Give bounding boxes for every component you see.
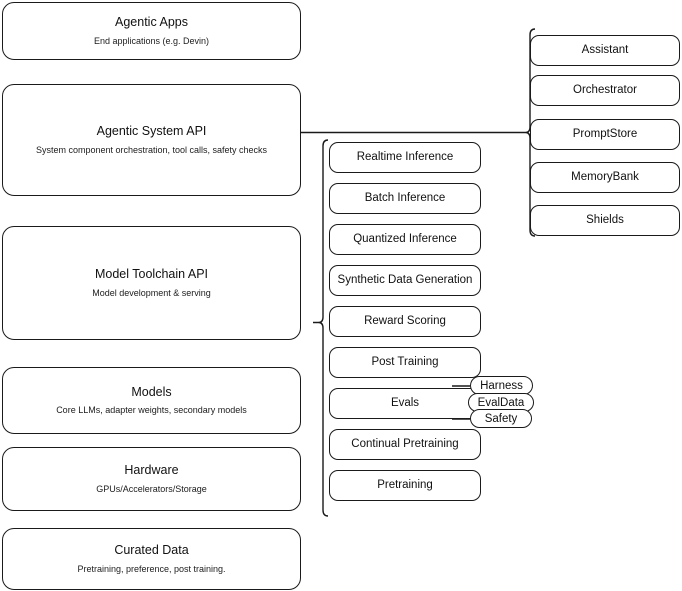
layer-model-toolchain-api[interactable]: Model Toolchain API Model development & … (2, 226, 301, 340)
layer-title: Model Toolchain API (94, 267, 209, 282)
capability-synthetic-data-generation[interactable]: Synthetic Data Generation (329, 265, 481, 296)
capability-label: Realtime Inference (356, 151, 454, 164)
eval-subcomponent-label: EvalData (477, 396, 525, 409)
layer-agentic-apps[interactable]: Agentic Apps End applications (e.g. Devi… (2, 2, 301, 60)
capability-label: Synthetic Data Generation (337, 274, 473, 287)
eval-subcomponent-safety[interactable]: Safety (470, 409, 532, 428)
system-component-orchestrator[interactable]: Orchestrator (530, 75, 680, 106)
system-component-label: Assistant (581, 44, 629, 57)
layer-title: Agentic Apps (115, 15, 188, 30)
layer-subtitle: Model development & serving (92, 287, 211, 298)
capability-realtime-inference[interactable]: Realtime Inference (329, 142, 481, 173)
layer-title: Models (131, 384, 172, 399)
layer-subtitle: GPUs/Accelerators/Storage (96, 483, 207, 494)
capability-label: Batch Inference (364, 192, 446, 205)
system-component-label: PromptStore (572, 128, 638, 141)
capability-label: Post Training (371, 356, 439, 369)
layer-title: Hardware (124, 463, 179, 478)
system-component-label: MemoryBank (571, 171, 639, 184)
capability-continual-pretraining[interactable]: Continual Pretraining (329, 429, 481, 460)
capability-label: Evals (390, 397, 420, 410)
capability-post-training[interactable]: Post Training (329, 347, 481, 378)
capability-reward-scoring[interactable]: Reward Scoring (329, 306, 481, 337)
eval-subcomponent-label: Harness (480, 379, 523, 392)
capability-label: Continual Pretraining (351, 438, 459, 451)
system-component-label: Orchestrator (573, 84, 637, 97)
layer-title: Curated Data (114, 543, 189, 558)
capability-evals[interactable]: Evals (329, 388, 481, 419)
bracket-toolchain-capabilities (313, 139, 329, 517)
layer-curated-data[interactable]: Curated Data Pretraining, preference, po… (2, 528, 301, 590)
layer-agentic-system-api[interactable]: Agentic System API System component orch… (2, 84, 301, 196)
capability-label: Reward Scoring (364, 315, 446, 328)
system-component-shields[interactable]: Shields (530, 205, 680, 236)
layer-models[interactable]: Models Core LLMs, adapter weights, secon… (2, 367, 301, 434)
layer-hardware[interactable]: Hardware GPUs/Accelerators/Storage (2, 447, 301, 511)
system-component-assistant[interactable]: Assistant (530, 35, 680, 66)
eval-subcomponent-evaldata[interactable]: EvalData (468, 393, 534, 412)
capability-quantized-inference[interactable]: Quantized Inference (329, 224, 481, 255)
layer-title: Agentic System API (96, 124, 207, 139)
capability-pretraining[interactable]: Pretraining (329, 470, 481, 501)
system-component-memorybank[interactable]: MemoryBank (530, 162, 680, 193)
capability-label: Quantized Inference (353, 233, 457, 246)
layer-subtitle: Pretraining, preference, post training. (77, 563, 226, 574)
layer-subtitle: System component orchestration, tool cal… (35, 144, 268, 155)
system-component-label: Shields (586, 214, 624, 227)
capability-batch-inference[interactable]: Batch Inference (329, 183, 481, 214)
system-component-promptstore[interactable]: PromptStore (530, 119, 680, 150)
layer-subtitle: Core LLMs, adapter weights, secondary mo… (56, 405, 247, 416)
eval-subcomponent-label: Safety (484, 412, 518, 425)
capability-label: Pretraining (377, 479, 433, 492)
layer-subtitle: End applications (e.g. Devin) (93, 35, 210, 46)
